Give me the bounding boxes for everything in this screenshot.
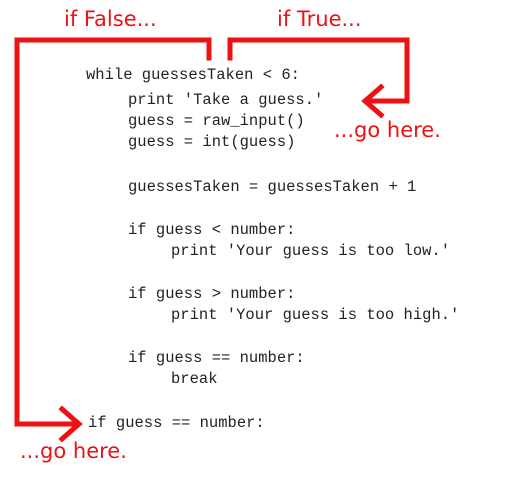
code-line-if-equal-inner: if guess == number:: [128, 349, 305, 367]
code-line-print-low: print 'Your guess is too low.': [171, 242, 451, 260]
go-here-top-label: ...go here.: [334, 118, 441, 142]
code-line-print-high: print 'Your guess is too high.': [171, 306, 460, 324]
false-arrowhead: [58, 405, 83, 443]
true-arrowhead: [361, 83, 385, 119]
code-line-raw-input: guess = raw_input(): [128, 112, 305, 130]
code-line-if-high: if guess > number:: [128, 285, 296, 303]
code-line-int-guess: guess = int(guess): [128, 133, 296, 151]
false-branch-arrow: [14, 37, 212, 427]
go-here-bottom-label: ...go here.: [20, 439, 127, 463]
code-line-break: break: [171, 370, 218, 388]
if-false-label: if False...: [64, 7, 157, 31]
code-line-if-equal-outer: if guess == number:: [88, 414, 265, 432]
code-line-if-low: if guess < number:: [128, 221, 296, 239]
code-line-increment: guessesTaken = guessesTaken + 1: [128, 178, 417, 196]
true-branch-arrow: [227, 37, 410, 104]
code-line-print-guess: print 'Take a guess.': [128, 91, 324, 109]
code-line-while: while guessesTaken < 6:: [86, 66, 300, 84]
if-true-label: if True...: [277, 7, 362, 31]
